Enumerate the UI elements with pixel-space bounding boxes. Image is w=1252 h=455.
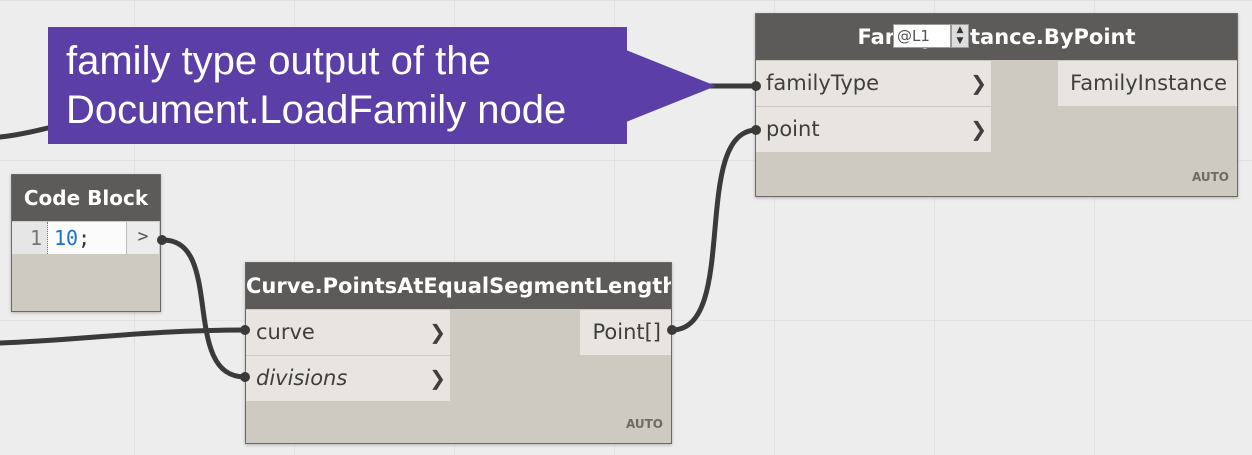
input-port-curve[interactable]: curve ❯: [246, 310, 450, 355]
chevron-right-icon: ❯: [429, 320, 446, 344]
point-default-input[interactable]: @L1: [893, 24, 951, 48]
port-label: point: [766, 117, 820, 141]
port-label: divisions: [256, 366, 348, 390]
code-text[interactable]: 10;: [54, 222, 90, 254]
chevron-right-icon: ❯: [970, 117, 987, 141]
line-number: 1: [12, 222, 48, 254]
wire-points-to-point: [669, 127, 760, 333]
wire-left-top: [0, 125, 51, 140]
familyinstance-bypoint-node[interactable]: FamilyInstance.ByPoint familyType ❯ poin…: [755, 13, 1238, 197]
callout-text: family type output of the Document.LoadF…: [66, 37, 566, 135]
port-dot-curve: [240, 325, 250, 335]
wire-offscreen-to-curve: [0, 327, 248, 346]
node-title[interactable]: Code Block: [12, 175, 160, 221]
port-dot-code-output: [157, 235, 167, 245]
lacing-label: AUTO: [1191, 170, 1229, 184]
input-port-divisions[interactable]: divisions ❯: [246, 356, 450, 401]
code-block-node[interactable]: Code Block 1 10; >: [11, 174, 161, 312]
spinner-icon[interactable]: ▲▼: [951, 24, 969, 48]
port-dot-divisions: [240, 372, 250, 382]
output-port-code[interactable]: >: [126, 222, 159, 254]
code-value: 10: [54, 226, 79, 250]
wire-code-to-divisions: [160, 237, 248, 380]
port-label: curve: [256, 320, 315, 344]
input-port-point[interactable]: point ❯: [756, 107, 991, 152]
node-title[interactable]: Curve.PointsAtEqualSegmentLength: [246, 263, 671, 309]
callout-line-2: Document.LoadFamily node: [66, 88, 567, 132]
port-label: familyType: [766, 71, 880, 95]
callout-pointer: [626, 50, 716, 122]
annotation-callout: family type output of the Document.LoadF…: [48, 27, 627, 144]
lacing-label: AUTO: [625, 417, 663, 431]
code-terminator: ;: [78, 226, 91, 250]
code-editor[interactable]: 1 10; >: [12, 222, 159, 254]
input-port-familytype[interactable]: familyType ❯: [756, 61, 991, 106]
port-dot-points-output: [667, 325, 677, 335]
port-dot-point: [751, 125, 761, 135]
chevron-right-icon: ❯: [429, 366, 446, 390]
output-port-points[interactable]: Point[]: [580, 310, 671, 355]
chevron-right-icon: ❯: [970, 71, 987, 95]
output-port-familyinstance[interactable]: FamilyInstance: [1058, 61, 1237, 106]
callout-line-1: family type output of the: [66, 39, 491, 83]
curve-pointsatequalsegmentlength-node[interactable]: Curve.PointsAtEqualSegmentLength curve ❯…: [245, 262, 672, 444]
port-dot-familytype: [751, 81, 761, 91]
node-title[interactable]: FamilyInstance.ByPoint: [756, 14, 1237, 60]
